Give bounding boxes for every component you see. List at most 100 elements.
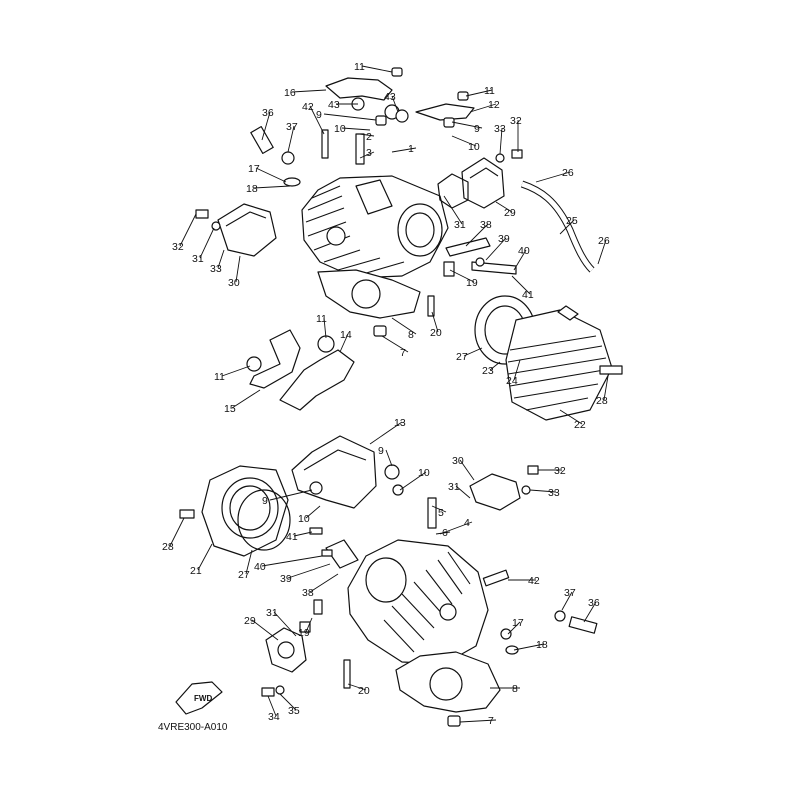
callout-label: 1 — [408, 143, 414, 155]
leader-line — [287, 563, 331, 579]
leader-line — [513, 643, 545, 651]
leader-line — [431, 505, 447, 513]
leader-line — [179, 213, 197, 247]
leader-line — [583, 601, 597, 623]
callout-label: 2 — [366, 131, 372, 143]
leader-line — [439, 521, 473, 535]
callout-label: 31 — [266, 607, 278, 619]
callout-label: 11 — [214, 371, 225, 383]
callout-label: 28 — [162, 541, 174, 553]
callout-label: 37 — [286, 121, 298, 133]
callout-label: 32 — [510, 115, 522, 127]
callout-label: 41 — [522, 289, 534, 301]
leader-line — [443, 195, 463, 225]
leader-line — [485, 237, 507, 261]
callout-label: 10 — [334, 123, 346, 135]
lower-head-gasket — [395, 651, 501, 713]
callout-label: 10 — [298, 513, 310, 525]
leader-line — [603, 375, 609, 401]
callout-label: 43 — [328, 99, 340, 111]
leader-line — [273, 611, 297, 637]
lower-gasket-27 — [237, 489, 291, 551]
leader-line — [431, 311, 439, 333]
leader-line — [391, 317, 417, 335]
leader-line — [463, 347, 483, 357]
callout-label: 39 — [498, 233, 510, 245]
lower-hardware — [261, 465, 598, 727]
leader-line — [489, 361, 501, 371]
callout-label: 38 — [480, 219, 492, 231]
callout-label: 36 — [588, 597, 600, 609]
leader-line — [309, 105, 325, 135]
callout-label: 35 — [288, 705, 300, 717]
leader-line — [231, 389, 261, 409]
callout-label: 9 — [316, 109, 322, 121]
callout-label: 29 — [244, 615, 256, 627]
callout-label: 33 — [494, 123, 506, 135]
tappet-cover-right — [461, 157, 505, 209]
upper-studs — [373, 295, 623, 375]
leader-line — [399, 471, 427, 491]
lower-cylinder-head — [347, 539, 489, 665]
leader-line — [221, 365, 251, 377]
callout-label: 26 — [598, 235, 610, 247]
leader-line — [529, 489, 557, 493]
leader-line — [449, 269, 475, 283]
callout-label: 23 — [482, 365, 494, 377]
leader-line — [597, 239, 607, 265]
leader-line — [455, 485, 471, 499]
callout-label: 27 — [456, 351, 468, 363]
upper-cylinder-head — [301, 175, 449, 279]
leader-line — [267, 695, 277, 717]
callout-label: 33 — [210, 263, 222, 275]
callout-label: 31 — [454, 219, 466, 231]
leader-line — [535, 171, 571, 183]
callout-label: 24 — [506, 375, 518, 387]
leader-line — [511, 275, 531, 295]
callout-label: 38 — [302, 587, 314, 599]
callout-label: 36 — [262, 107, 274, 119]
callout-label: 10 — [468, 141, 480, 153]
leader-line — [465, 89, 493, 97]
callout-label: 16 — [284, 87, 296, 99]
leader-line — [323, 113, 377, 121]
callout-label: 4 — [464, 517, 470, 529]
leader-line — [561, 591, 573, 611]
callout-label: 21 — [190, 565, 202, 577]
callout-label: 22 — [574, 419, 586, 431]
leader-line — [469, 103, 497, 113]
callout-label: 30 — [452, 455, 464, 467]
tappet-cover-left — [217, 203, 277, 257]
callout-label: 31 — [448, 481, 460, 493]
leader-line — [459, 719, 497, 723]
lower-cover-21 — [179, 465, 289, 557]
leader-line — [559, 409, 583, 425]
leader-line — [253, 185, 291, 189]
leader-line — [559, 219, 575, 235]
engine-bracket-top — [325, 77, 475, 123]
callout-label: 30 — [228, 277, 240, 289]
diagram-code: 4VRE300-A010 — [158, 722, 228, 733]
callout-label: 29 — [504, 207, 516, 219]
leader-line — [323, 317, 327, 339]
callout-label: 3 — [366, 147, 372, 159]
leader-line — [235, 255, 241, 283]
leader-line — [391, 147, 417, 153]
tappet-cover-lower-right — [469, 473, 521, 511]
leader-line — [385, 449, 393, 467]
leader-line — [287, 125, 295, 153]
callout-label: 33 — [548, 487, 560, 499]
callout-label: 17 — [248, 163, 260, 175]
fwd-arrow-icon: FWD — [175, 681, 223, 715]
leader-line — [347, 683, 367, 691]
leader-line — [369, 421, 403, 445]
callout-label: 40 — [254, 561, 266, 573]
engine-bracket-13 — [291, 435, 404, 509]
leader-line — [261, 555, 323, 567]
callout-label: 11 — [316, 313, 327, 325]
leader-line — [245, 549, 253, 575]
fwd-label: FWD — [194, 694, 212, 703]
leader-line — [513, 359, 521, 381]
callout-label: 20 — [430, 327, 442, 339]
